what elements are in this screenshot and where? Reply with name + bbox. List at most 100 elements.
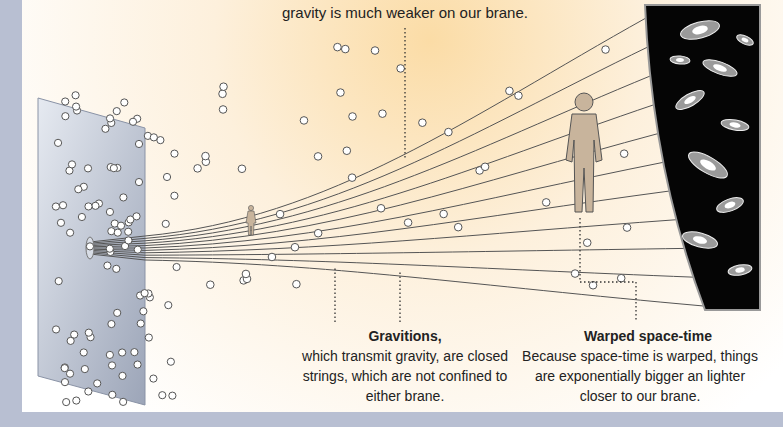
galaxy bbox=[681, 229, 719, 252]
graviton bbox=[238, 165, 246, 173]
graviton bbox=[81, 365, 88, 372]
graviton bbox=[159, 392, 166, 399]
galaxies bbox=[670, 17, 755, 277]
graviton bbox=[55, 278, 62, 285]
graviton bbox=[52, 203, 59, 210]
graviton bbox=[72, 92, 79, 99]
graviton bbox=[135, 178, 142, 185]
graviton bbox=[623, 224, 631, 232]
graviton bbox=[334, 43, 342, 51]
graviton bbox=[445, 128, 453, 136]
graviton bbox=[140, 308, 147, 315]
graviton bbox=[119, 349, 126, 356]
graviton bbox=[61, 379, 68, 386]
gravity-brane bbox=[38, 98, 145, 405]
galaxy bbox=[685, 147, 731, 183]
graviton bbox=[602, 46, 610, 54]
galaxy bbox=[701, 56, 739, 80]
graviton bbox=[117, 222, 124, 229]
graviton bbox=[85, 388, 92, 395]
graviton bbox=[114, 229, 121, 236]
person-small bbox=[246, 205, 256, 235]
graviton bbox=[106, 208, 113, 215]
graviton bbox=[106, 245, 113, 252]
graviton bbox=[202, 152, 210, 160]
graviton bbox=[84, 165, 91, 172]
funnel-line bbox=[90, 254, 704, 306]
graviton bbox=[85, 203, 92, 210]
graviton bbox=[129, 118, 136, 125]
graviton bbox=[150, 375, 157, 382]
graviton bbox=[113, 265, 120, 272]
graviton bbox=[67, 337, 74, 344]
graviton bbox=[206, 281, 214, 289]
graviton bbox=[268, 253, 276, 261]
graviton bbox=[68, 161, 75, 168]
galaxy bbox=[735, 33, 755, 48]
funnel-tip bbox=[86, 237, 94, 259]
graviton bbox=[113, 108, 120, 115]
graviton bbox=[348, 174, 356, 182]
callout-heading: Warped space-time bbox=[523, 326, 773, 346]
graviton bbox=[349, 113, 357, 121]
graviton bbox=[293, 280, 301, 288]
graviton bbox=[73, 397, 80, 404]
funnel-line bbox=[90, 76, 651, 245]
graviton bbox=[59, 202, 66, 209]
callout-body: which transmit gravity, are closed strin… bbox=[299, 346, 511, 406]
graviton bbox=[66, 229, 73, 236]
person-large bbox=[566, 93, 602, 212]
graviton bbox=[515, 92, 523, 100]
galaxy bbox=[715, 195, 745, 216]
graviton bbox=[125, 237, 132, 244]
graviton bbox=[119, 372, 126, 379]
graviton bbox=[337, 89, 345, 97]
graviton bbox=[72, 103, 79, 110]
graviton bbox=[78, 213, 85, 220]
graviton bbox=[454, 223, 462, 231]
graviton bbox=[219, 106, 227, 114]
graviton bbox=[219, 90, 227, 98]
graviton bbox=[54, 139, 61, 146]
graviton bbox=[62, 98, 69, 105]
background-panel bbox=[22, 0, 783, 412]
graviton bbox=[571, 270, 579, 278]
graviton bbox=[397, 65, 405, 73]
graviton bbox=[114, 309, 121, 316]
graviton bbox=[169, 392, 176, 399]
graviton bbox=[120, 194, 127, 201]
funnel-line bbox=[90, 104, 655, 245]
graviton bbox=[150, 134, 157, 141]
graviton bbox=[75, 186, 82, 193]
graviton bbox=[137, 320, 144, 327]
graviton bbox=[125, 228, 132, 235]
graviton bbox=[419, 119, 427, 127]
graviton bbox=[104, 262, 111, 269]
graviton bbox=[86, 243, 93, 250]
galaxy bbox=[679, 17, 722, 43]
top-note: gravity is much weaker on our brane. bbox=[215, 3, 595, 23]
our-brane bbox=[645, 5, 760, 310]
graviton bbox=[52, 326, 59, 333]
funnel-line bbox=[90, 220, 678, 253]
graviton bbox=[163, 173, 170, 180]
graviton bbox=[583, 239, 591, 247]
leader-lines bbox=[335, 28, 636, 322]
galaxy bbox=[727, 263, 752, 277]
funnel-line bbox=[90, 248, 686, 255]
graviton bbox=[131, 349, 138, 356]
graviton bbox=[542, 199, 550, 207]
galaxy bbox=[720, 118, 749, 133]
graviton bbox=[300, 117, 308, 125]
graviton bbox=[141, 290, 148, 297]
graviton bbox=[481, 163, 489, 171]
graviton bbox=[343, 147, 351, 155]
funnel-line bbox=[90, 47, 648, 243]
graviton bbox=[57, 219, 64, 226]
callout-body: Because space-time is warped, things are… bbox=[522, 346, 758, 406]
galaxy bbox=[673, 87, 707, 113]
graviton bbox=[63, 398, 70, 405]
graviton bbox=[620, 150, 628, 158]
graviton bbox=[106, 115, 113, 122]
graviton bbox=[171, 150, 178, 157]
